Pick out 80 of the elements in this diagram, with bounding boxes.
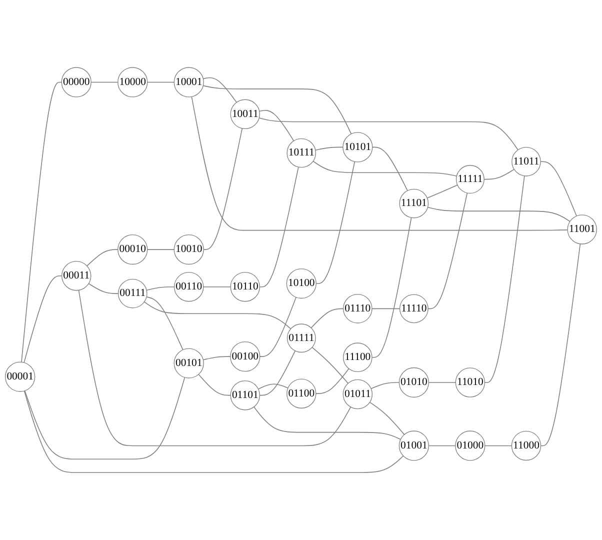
connector — [254, 406, 402, 440]
connector — [316, 161, 356, 284]
node-circle: 10011 — [230, 99, 260, 130]
node-circle: 01111 — [286, 324, 316, 353]
node-circle: 10111 — [286, 138, 316, 168]
connector — [484, 445, 512, 446]
node-circle: 01011 — [342, 379, 373, 410]
connector — [428, 382, 456, 383]
connector — [86, 249, 118, 266]
connector — [203, 286, 231, 288]
connector — [484, 168, 515, 180]
node-circle: 01001 — [398, 430, 429, 461]
connector — [369, 402, 405, 435]
connector — [540, 243, 581, 446]
node-circle: 10001 — [174, 67, 204, 98]
connector — [259, 166, 299, 288]
connector — [372, 308, 400, 310]
connector — [258, 384, 288, 390]
node-circle: 10100 — [286, 268, 316, 299]
connector — [484, 175, 525, 383]
connector — [258, 118, 518, 150]
node-circle: 00100 — [230, 342, 260, 372]
connector — [372, 217, 412, 358]
connector — [24, 377, 186, 460]
connector — [144, 301, 292, 330]
connector — [88, 283, 119, 294]
connector — [372, 146, 408, 192]
connector — [312, 346, 348, 384]
node-circle: 00000 — [61, 67, 92, 98]
connector — [259, 296, 296, 357]
node-circle: 00001 — [5, 362, 36, 392]
node-circle: 10010 — [174, 234, 204, 265]
node-circle: 01110 — [342, 294, 372, 324]
node-circle: 00110 — [174, 272, 204, 302]
connector — [426, 184, 458, 198]
node-circle: 01000 — [455, 430, 486, 461]
connector — [315, 146, 344, 150]
node-circle: 11010 — [455, 368, 486, 398]
connector — [90, 82, 118, 83]
node-circle: 11011 — [512, 146, 541, 176]
connector — [146, 82, 175, 83]
connector — [540, 161, 577, 216]
node-circle: 00011 — [61, 260, 92, 291]
connector — [202, 85, 352, 134]
connector — [202, 77, 237, 103]
node-circle: 10101 — [342, 132, 373, 162]
node-circle: 00101 — [174, 348, 204, 378]
connector — [24, 275, 62, 363]
node-circle: 11000 — [511, 430, 542, 461]
node-circle: 00111 — [118, 278, 148, 308]
node-circle: 00010 — [118, 234, 148, 265]
connector — [258, 110, 294, 142]
node-circle: 10000 — [118, 67, 148, 98]
node-circle: 01101 — [230, 380, 260, 410]
connector — [316, 368, 350, 394]
connector — [310, 308, 344, 328]
node-circle: 01010 — [398, 367, 429, 398]
connector — [78, 290, 352, 446]
connector — [146, 286, 175, 291]
connector — [259, 350, 296, 396]
node-circle: 11001 — [567, 214, 597, 244]
node-circle: 10110 — [230, 272, 260, 302]
connector — [146, 249, 175, 250]
node-circle: 11110 — [399, 294, 428, 324]
connector — [203, 128, 243, 250]
node-circle: 11101 — [399, 188, 429, 218]
node-circle: 11100 — [342, 342, 372, 372]
connector — [146, 296, 184, 350]
connector — [21, 82, 62, 362]
node-circle: 01100 — [286, 378, 316, 408]
connector — [427, 206, 570, 222]
connector — [428, 192, 468, 310]
node-circle: 11111 — [456, 165, 484, 194]
connector — [428, 445, 456, 446]
connector — [202, 356, 231, 360]
connector — [24, 390, 404, 473]
connector — [312, 160, 458, 176]
connector — [370, 382, 400, 390]
connector — [191, 96, 568, 231]
connector — [198, 374, 231, 396]
